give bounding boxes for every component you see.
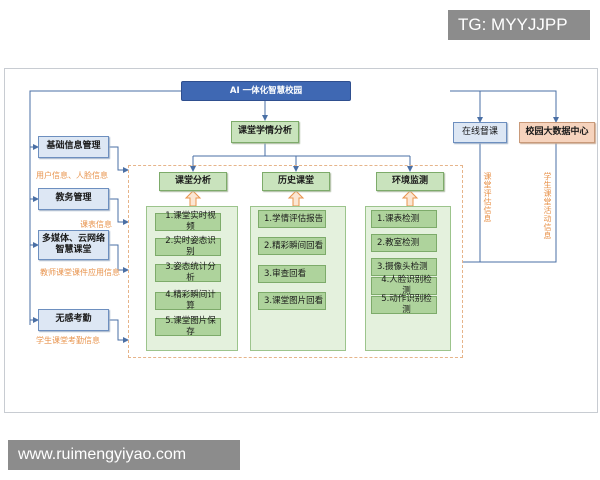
column-item: 2.教室检测 bbox=[371, 234, 437, 252]
top-title-bar: AI 一体化智慧校园 bbox=[181, 81, 351, 101]
column-item: 4.精彩瞬间计算 bbox=[155, 290, 221, 311]
column-item: 4.人脸识别检测 bbox=[371, 275, 437, 296]
column-item: 5.动作识别检测 bbox=[371, 294, 437, 315]
column-item: 3.审查回看 bbox=[258, 265, 326, 283]
column-item: 1.课表检测 bbox=[371, 210, 437, 228]
column-item: 1.课堂实时视频 bbox=[155, 211, 221, 232]
center-title-box: 课堂学情分析 bbox=[231, 121, 299, 143]
column-item: 1.学情评估报告 bbox=[258, 210, 326, 228]
column-item: 2.实时姿态识别 bbox=[155, 236, 221, 257]
big-data-center-box: 校园大数据中心 bbox=[519, 122, 595, 143]
column-title-environment-monitoring: 环境监测 bbox=[376, 172, 444, 191]
column-title-history-class: 历史课堂 bbox=[262, 172, 330, 191]
column-item: 3.摄像头检测 bbox=[371, 258, 437, 276]
column-item: 5.课堂图片保存 bbox=[155, 316, 221, 337]
column-item: 3.课堂图片回看 bbox=[258, 292, 326, 310]
watermark-bottom: www.ruimengyiyao.com bbox=[8, 440, 240, 470]
analysis-dashed-container bbox=[128, 165, 463, 358]
column-item: 2.精彩瞬间回看 bbox=[258, 237, 326, 255]
left-note-basic-info: 用户信息、人脸信息 bbox=[36, 171, 108, 180]
left-module-multimedia: 多媒体、云网络 智慧课堂 bbox=[38, 230, 109, 260]
diagram-frame bbox=[4, 68, 598, 413]
column-item: 3.姿态统计分析 bbox=[155, 262, 221, 283]
left-note-academic: 课表信息 bbox=[80, 220, 112, 229]
left-module-academic: 教务管理 bbox=[38, 188, 109, 210]
column-title-classroom-analysis: 课堂分析 bbox=[159, 172, 227, 191]
left-module-basic-info: 基础信息管理 bbox=[38, 136, 109, 158]
online-supervision-box: 在线督课 bbox=[453, 122, 507, 143]
left-module-attendance: 无感考勤 bbox=[38, 309, 109, 331]
supervision-vertical-note: 课堂评估信息 bbox=[483, 172, 492, 223]
left-note-multimedia: 教师课堂课件应用信息 bbox=[40, 268, 120, 277]
watermark-top: TG: MYYJJPP bbox=[448, 10, 590, 40]
bigdata-vertical-note: 学生课堂活动信息 bbox=[543, 172, 552, 240]
left-note-attendance: 学生课堂考勤信息 bbox=[36, 336, 100, 345]
